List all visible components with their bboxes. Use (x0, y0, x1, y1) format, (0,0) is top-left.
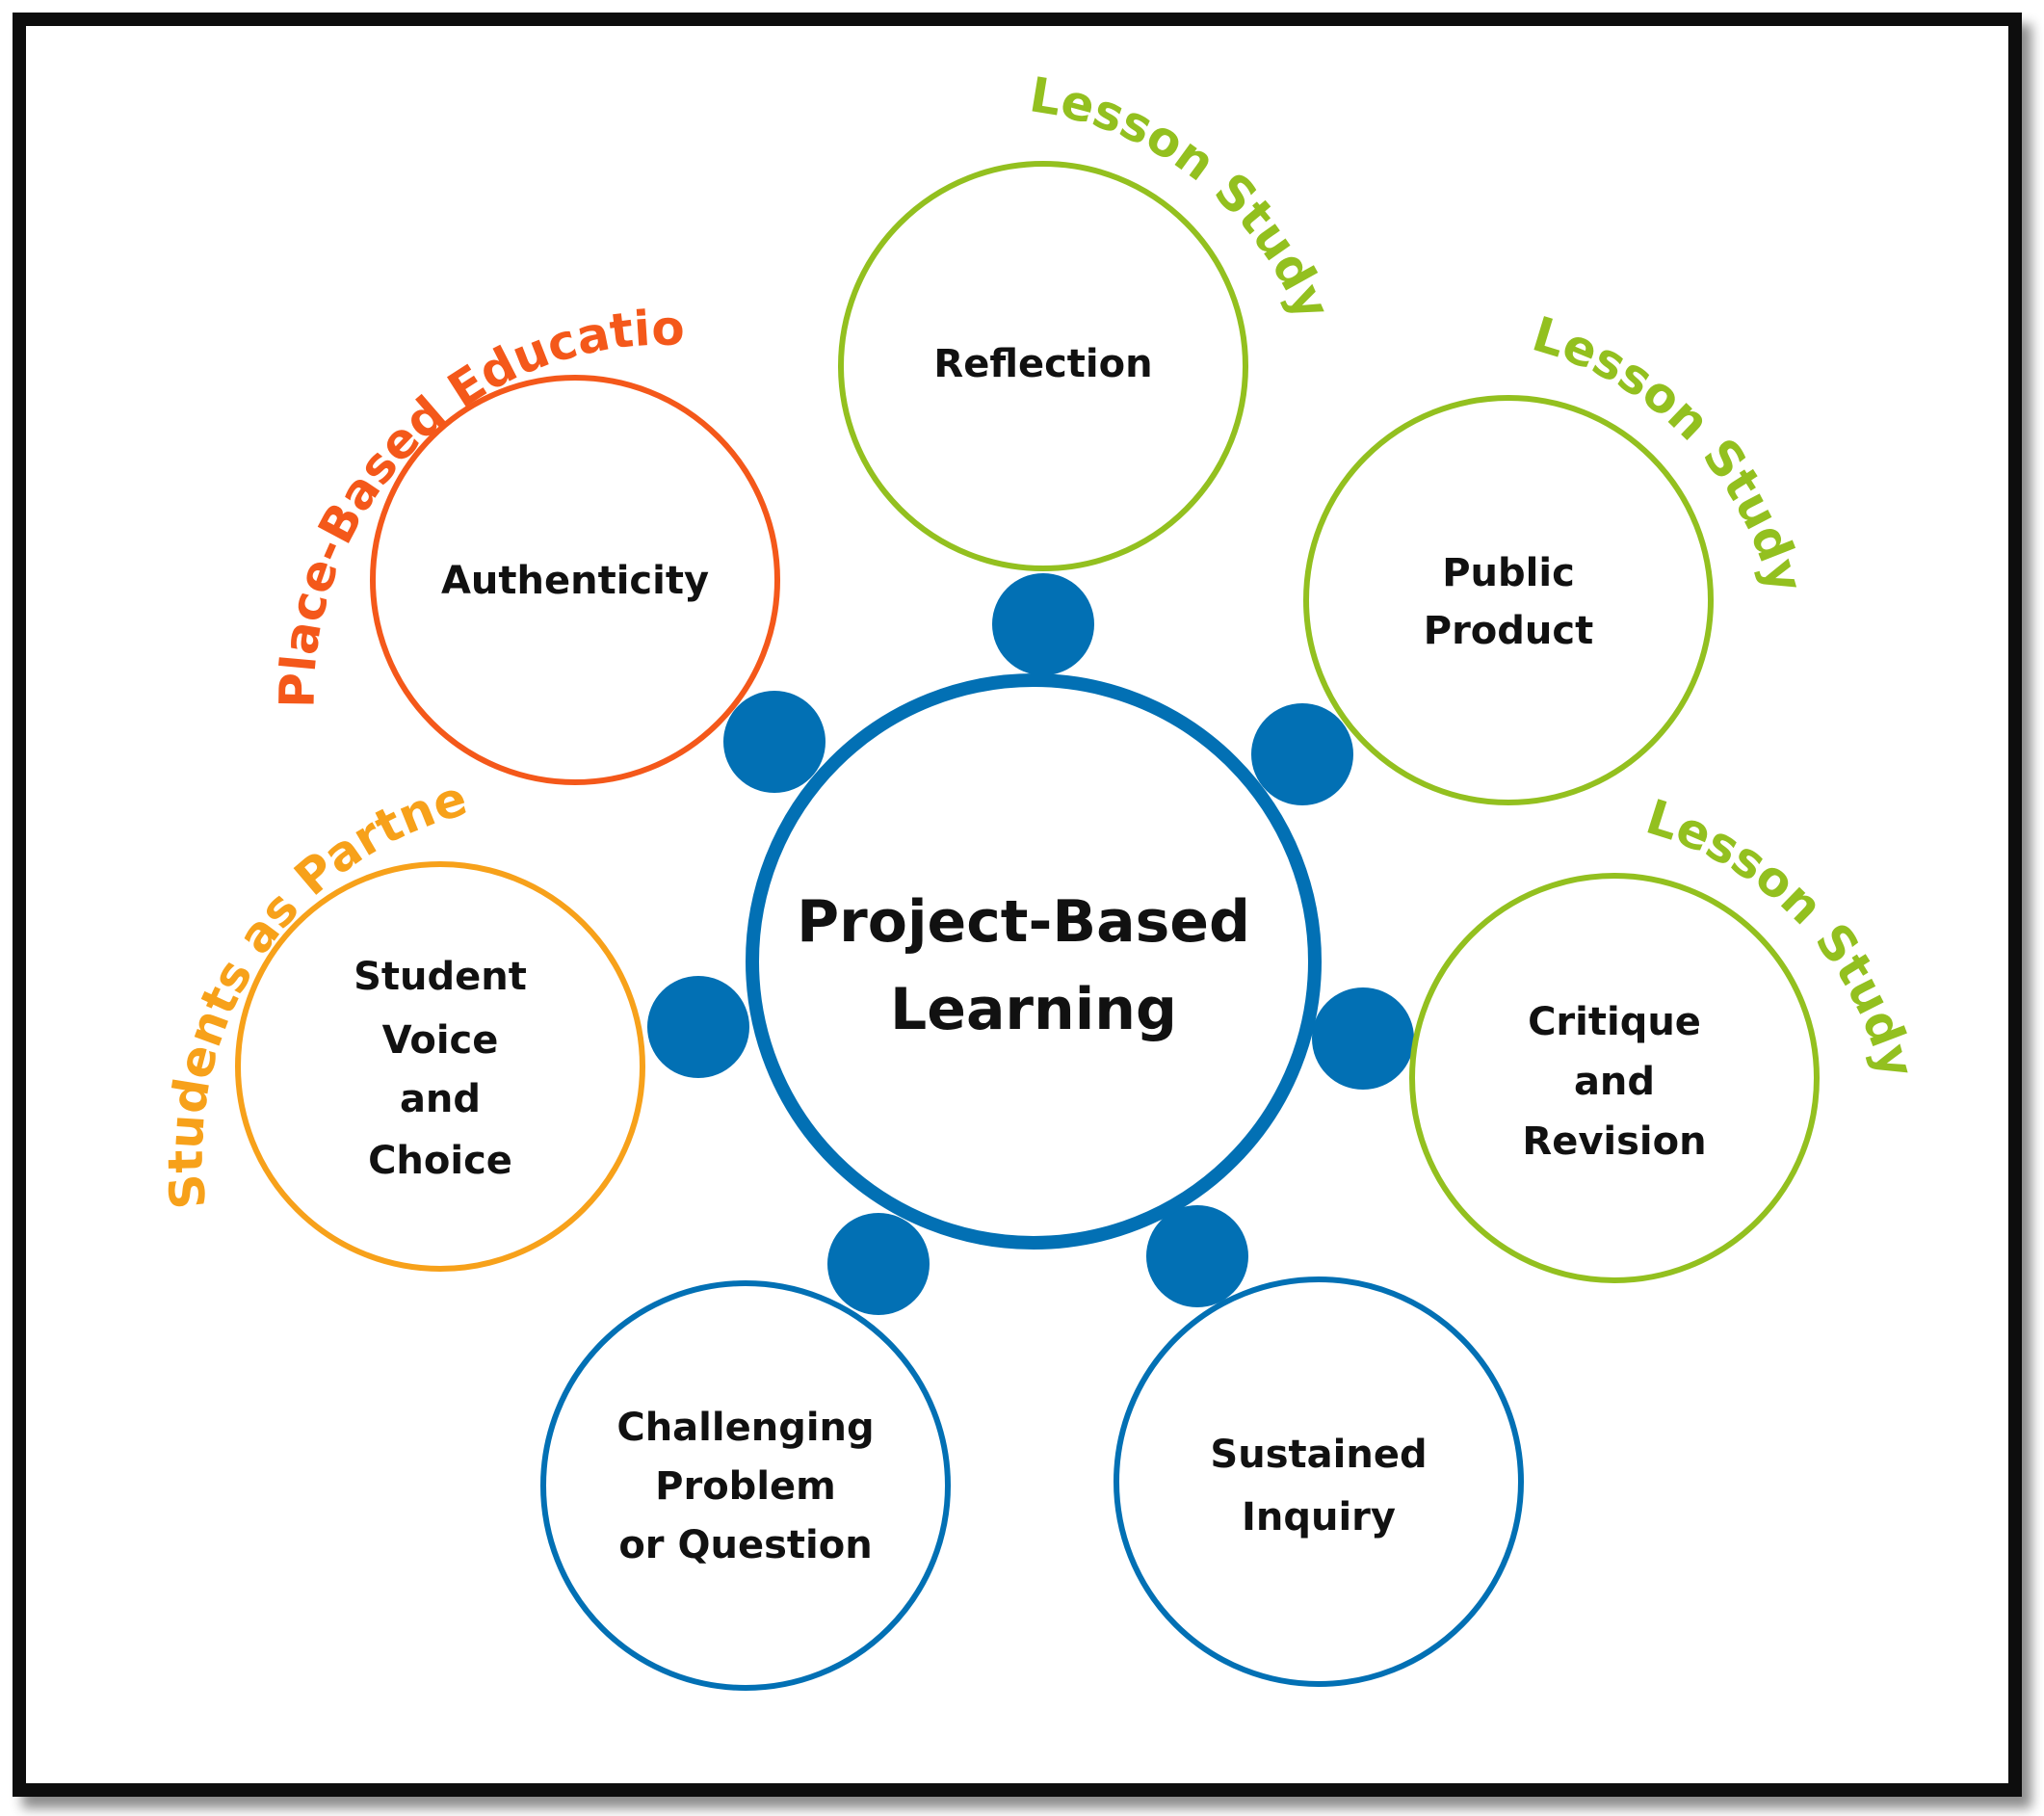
node-label-line: Problem (655, 1464, 836, 1509)
center-node: Project-Based Learning (746, 673, 1322, 1250)
node-label-line: Challenging (616, 1406, 874, 1450)
node-label-line: or Question (618, 1523, 872, 1567)
node-label-line: Inquiry (1242, 1495, 1396, 1540)
connector-dot-authenticity (723, 691, 825, 793)
node-label-authenticity: Authenticity (441, 559, 709, 603)
center-circle (746, 673, 1322, 1250)
node-label-line: Student (354, 955, 527, 999)
node-label-line: Public (1442, 551, 1575, 595)
node-label-line: Product (1424, 609, 1593, 653)
connector-dot-critique-and-revision (1312, 987, 1414, 1090)
center-title-line-2: Learning (890, 976, 1177, 1043)
center-title: Project-Based Learning (797, 888, 1271, 1043)
node-label-line: Sustained (1210, 1433, 1427, 1477)
connector-dot-reflection (992, 573, 1094, 675)
node-circle-reflection (838, 161, 1248, 571)
node-circle-sustained-inquiry (1114, 1276, 1524, 1687)
connector-dot-student-voice-and-choice (647, 976, 749, 1078)
node-label-line: Choice (368, 1139, 512, 1183)
connector-dots (647, 573, 1414, 1315)
node-circle-student-voice-and-choice (235, 861, 645, 1272)
connector-dot-challenging-problem (827, 1213, 930, 1315)
node-authenticity: Authenticity (370, 375, 780, 785)
node-circle-critique-and-revision (1409, 873, 1820, 1283)
node-circle-challenging-problem (540, 1280, 951, 1691)
connector-dot-public-product (1251, 703, 1353, 805)
node-label-line: Reflection (933, 342, 1152, 386)
node-label-line: Revision (1522, 1119, 1706, 1164)
connector-dot-sustained-inquiry (1146, 1205, 1248, 1307)
node-circle-authenticity (370, 375, 780, 785)
node-label-line: Voice (382, 1018, 499, 1063)
node-reflection: Reflection (838, 161, 1248, 571)
node-label-line: Authenticity (441, 559, 709, 603)
center-title-line-1: Project-Based (797, 888, 1250, 956)
node-label-line: Critique (1528, 1000, 1701, 1044)
node-label-line: and (1574, 1060, 1655, 1104)
node-label-reflection: Reflection (933, 342, 1152, 386)
node-circle-public-product (1303, 395, 1714, 805)
node-label-line: and (400, 1077, 481, 1121)
